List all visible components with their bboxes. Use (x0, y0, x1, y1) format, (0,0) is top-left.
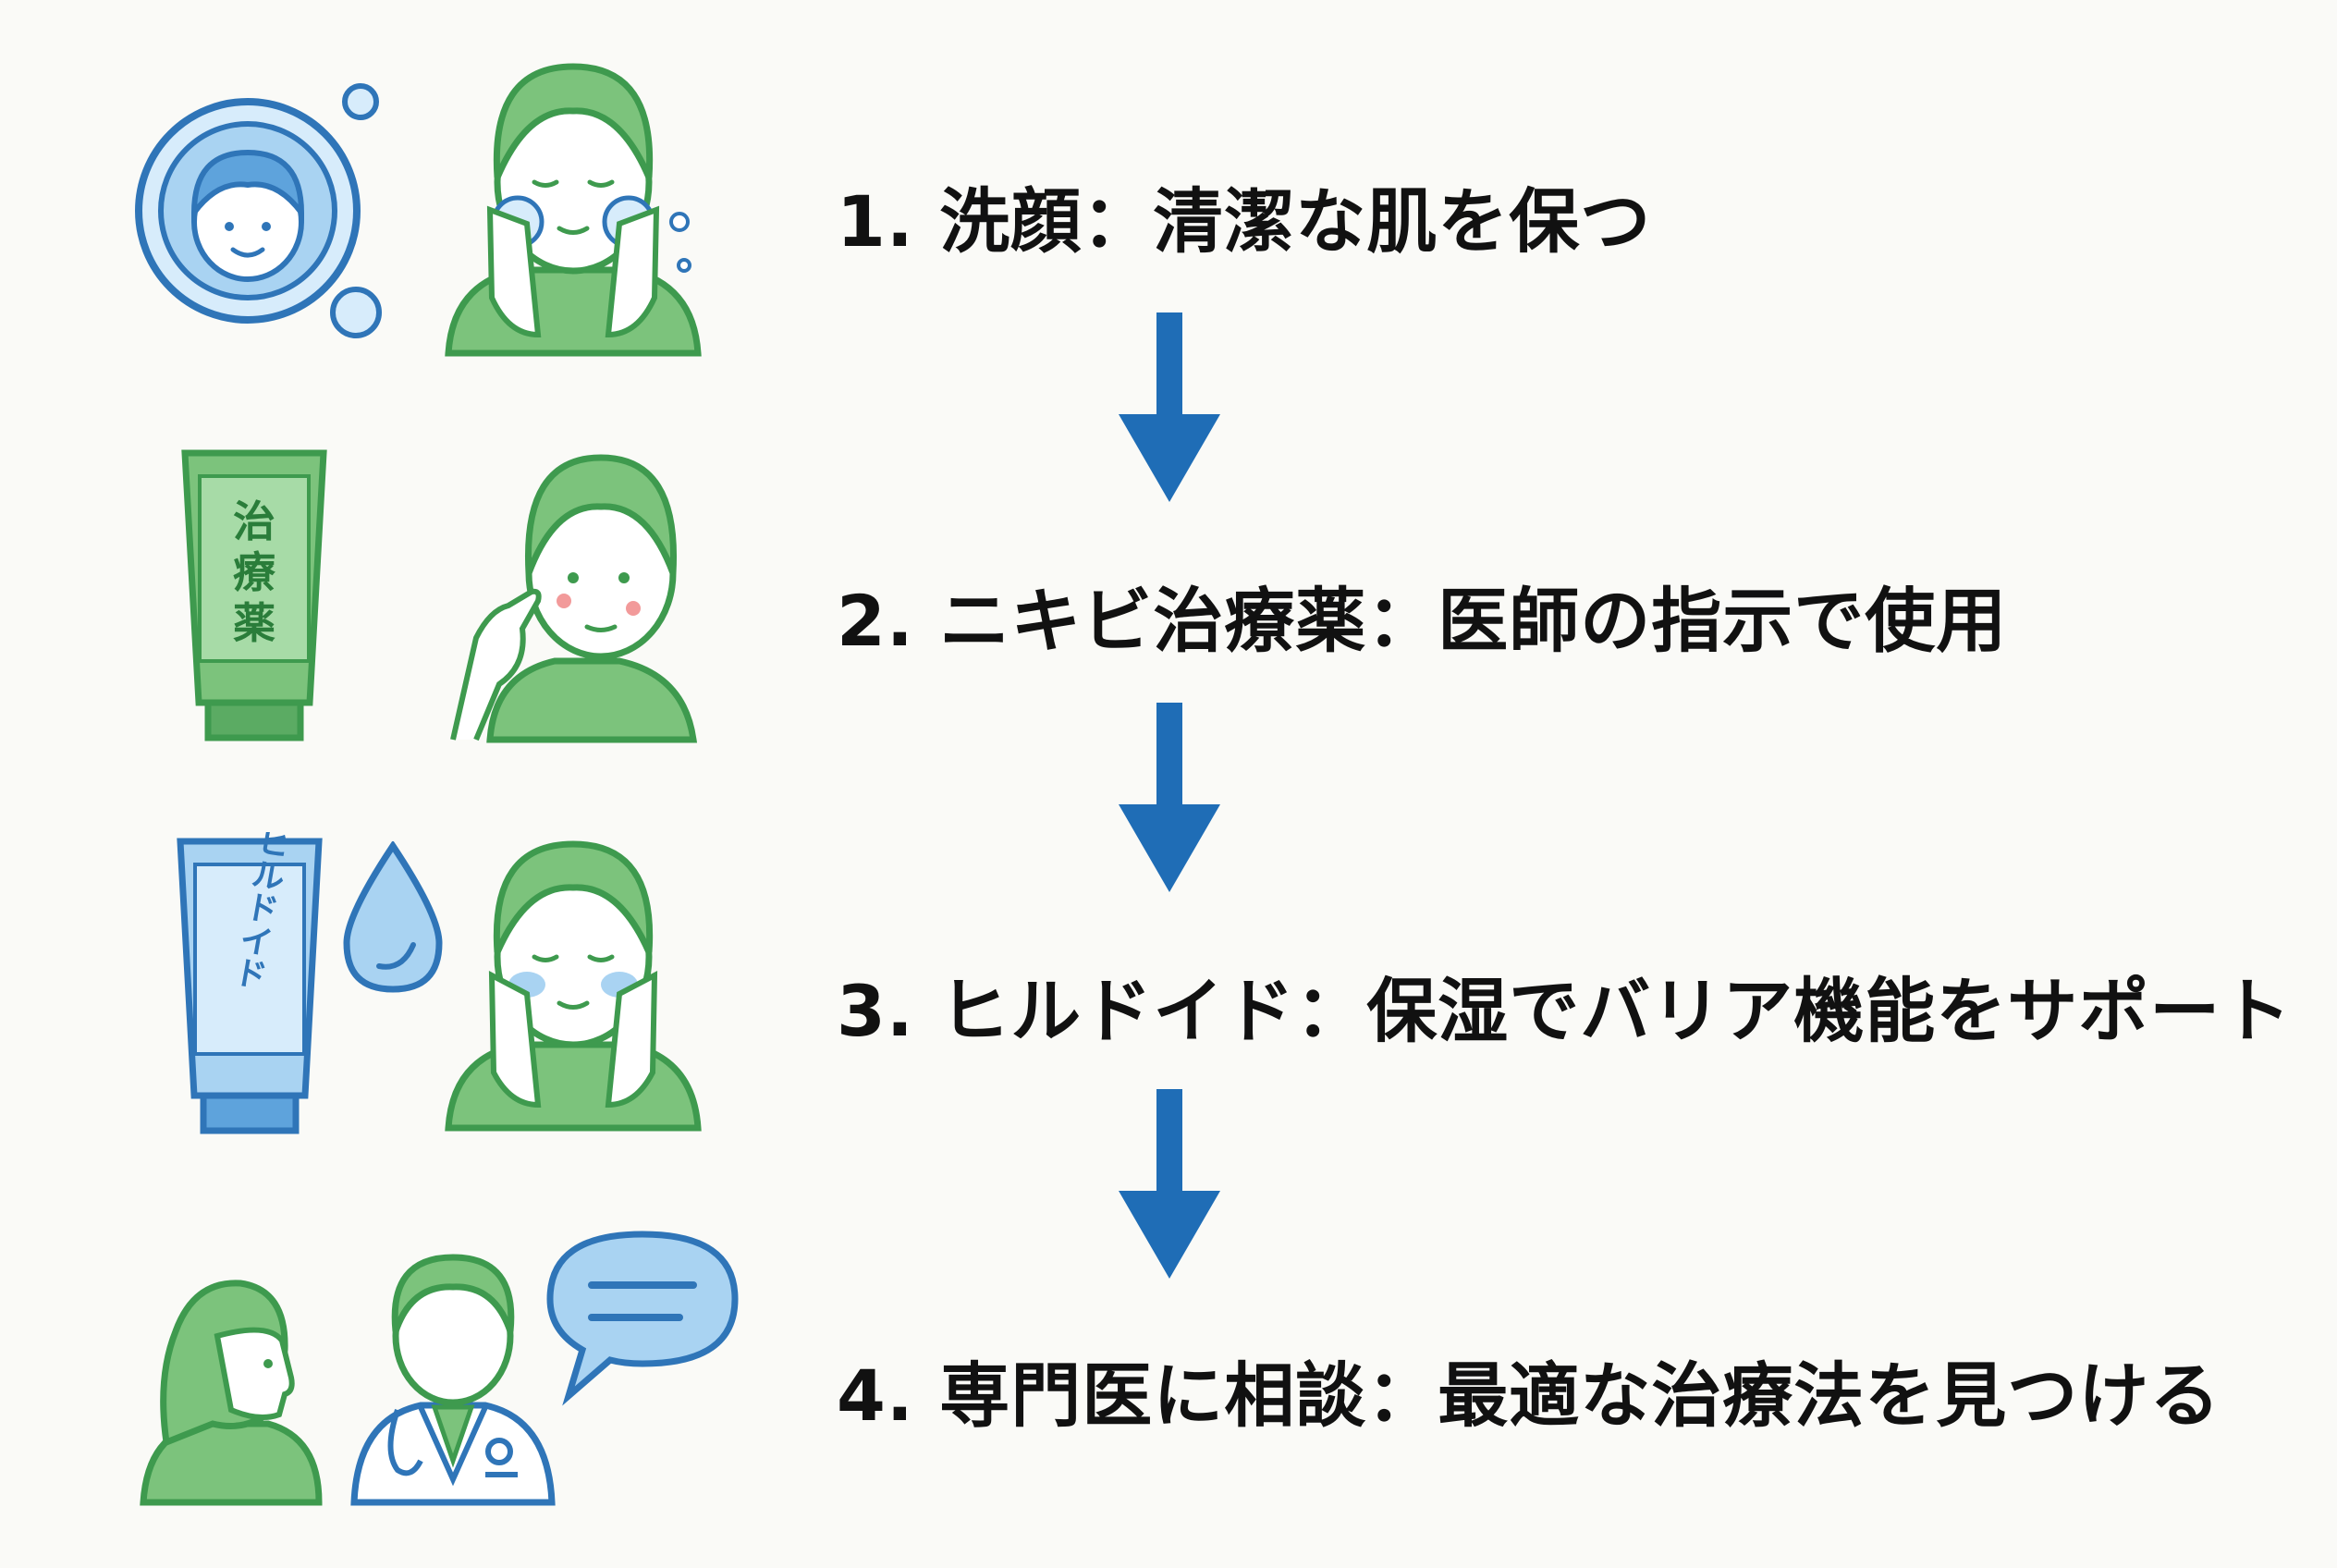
down-arrow-icon (1119, 312, 1220, 502)
patient-icon (140, 1280, 323, 1506)
tube-label-char-3: 薬 (233, 598, 275, 648)
tube-label-char-1: 治 (233, 496, 275, 546)
water-drop-icon (343, 841, 443, 993)
acne-medicine-tube-icon: 治 療 薬 (181, 449, 327, 741)
person-moisturizing-icon (445, 840, 702, 1132)
tube-label-char-2: 療 (233, 547, 275, 597)
down-arrow-icon (1119, 703, 1220, 892)
down-arrow-icon (1119, 1089, 1220, 1279)
step-2-label: 2. ニキビ治療薬：医師の指示で使用 (837, 580, 2008, 662)
person-applying-cream-icon (450, 454, 698, 743)
step-3-label: 3. ヒルドイド：保湿でバリア機能をサポート (837, 970, 2293, 1052)
hirudoid-tube-icon: ヒルドイド (177, 832, 323, 1134)
doctor-icon (350, 1254, 556, 1506)
speech-bubble-icon (546, 1231, 739, 1406)
step-1-label: 1. 洗顔：清潔な肌を保つ (837, 180, 1652, 263)
face-washing-icon (445, 63, 702, 357)
face-in-bubble-icon (135, 83, 382, 338)
step-4-label: 4. 専門医に相談：最適な治療法を見つける (837, 1354, 2221, 1437)
